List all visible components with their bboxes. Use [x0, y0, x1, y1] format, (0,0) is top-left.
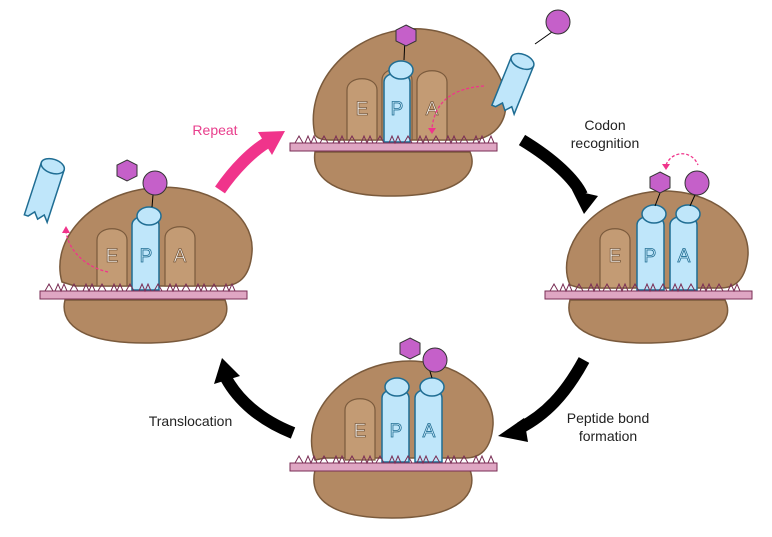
site-label-e-right: E [609, 246, 622, 267]
peptide-bond-formation-line-2: formation [578, 428, 638, 444]
mrna-codons-right [549, 282, 741, 293]
ribosome-small-subunit [313, 151, 473, 197]
amino-acid-circle-left [142, 170, 168, 196]
site-pocket-e [346, 78, 378, 141]
p-link-right [654, 192, 661, 207]
ribosome-right: E P A [544, 153, 753, 344]
arrow-translocation [214, 358, 296, 439]
exit-path-head [62, 226, 70, 233]
incoming-amino-acid [545, 9, 571, 35]
mrna-strand-right [544, 290, 753, 300]
site-label-p-bottom: P [390, 421, 403, 442]
trna-p-site-left [131, 206, 162, 291]
arrow-repeat [215, 131, 285, 194]
site-label-e-bottom: E [354, 421, 367, 442]
repeat-label: Repeat [192, 122, 238, 138]
ribosome-small-subunit-right [568, 299, 729, 344]
chain-link-left [151, 194, 154, 208]
trna-p-site-bottom [381, 377, 410, 463]
translocation-label: Translocation [148, 413, 233, 429]
codon-recognition-line-2: recognition [570, 135, 640, 151]
ribosome-small-subunit-left [63, 299, 228, 344]
trna-p-site-right [636, 204, 667, 291]
site-label-p-right: P [644, 246, 657, 267]
mrna-strand-bottom [289, 462, 498, 472]
site-label-a: A [426, 99, 439, 120]
site-pocket-e-bottom [344, 398, 376, 461]
amino-acid-hexagon-bottom [399, 337, 421, 360]
arrow-peptide-bond-formation [498, 357, 590, 442]
transfer-arrow-right [665, 153, 699, 166]
amino-acid-hexagon-left [116, 159, 138, 182]
transfer-arrow-head-right [662, 164, 670, 170]
ribosome-top: E P A [289, 9, 571, 197]
exiting-trna [23, 157, 66, 225]
amino-acid-hexagon [395, 24, 417, 47]
mrna-strand-left [39, 290, 248, 300]
amino-acid-circle-bottom [422, 347, 448, 373]
site-label-a-bottom: A [423, 421, 436, 442]
site-label-e: E [356, 99, 369, 120]
exit-path-arrow [65, 231, 109, 273]
amino-acid-circle-right [684, 170, 710, 196]
incoming-link [534, 31, 553, 45]
trna-a-site-bottom [414, 377, 445, 463]
mrna-codons-left [44, 282, 236, 293]
amino-acid-hexagon-right [649, 171, 671, 194]
site-pocket-e-right [599, 228, 631, 289]
site-label-p: P [391, 99, 404, 120]
entry-path-head [428, 128, 436, 134]
peptide-bond-formation-line-1: Peptide bond [566, 410, 650, 426]
site-label-a-left: A [174, 246, 187, 267]
site-pocket-a-left [164, 226, 196, 287]
site-pocket-e-left [96, 228, 128, 287]
mrna-codons-bottom [294, 454, 495, 465]
peptide-bond-formation-label: Peptide bond formation [553, 409, 663, 445]
ribosome-bottom: E P A [289, 337, 498, 519]
ribosome-left: E P A [23, 157, 253, 344]
ribosome-small-subunit-bottom [313, 469, 473, 519]
codon-recognition-line-1: Codon [584, 117, 626, 133]
mrna-codons [294, 134, 495, 145]
mrna-strand [289, 142, 498, 152]
trna-a-site-right [669, 204, 701, 291]
a-link-right [689, 194, 696, 207]
site-label-p-left: P [140, 246, 153, 267]
entry-path-arrow [431, 85, 485, 129]
arrow-codon-recognition [518, 134, 598, 214]
trna-p-site [383, 60, 414, 143]
site-label-e-left: E [106, 246, 119, 267]
site-pocket-a [416, 70, 448, 141]
site-label-a-right: A [678, 246, 691, 267]
incoming-trna [490, 52, 535, 117]
codon-recognition-label: Codon recognition [555, 116, 655, 152]
